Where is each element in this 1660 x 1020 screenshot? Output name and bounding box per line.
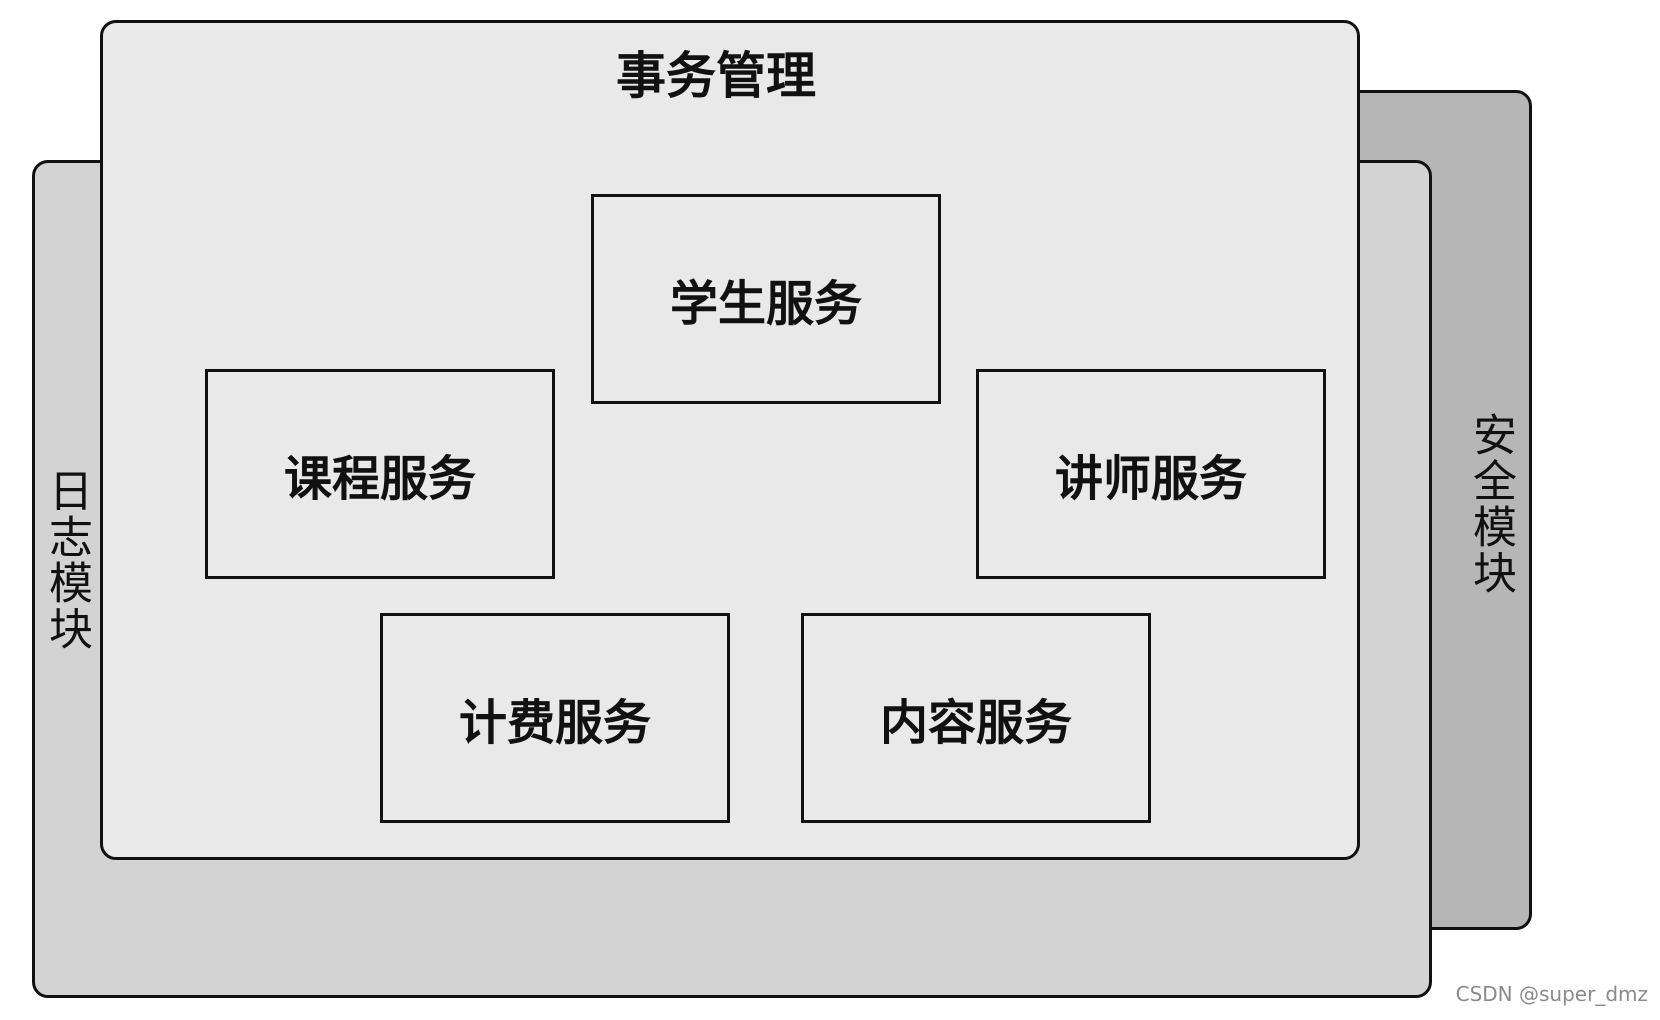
- course-service-label: 课程服务: [283, 451, 476, 507]
- content-service-label: 内容服务: [879, 695, 1072, 751]
- billing-service-box: 计费服务: [380, 613, 730, 823]
- billing-service-label: 计费服务: [458, 695, 651, 751]
- security-module-label: 安全模块: [1465, 412, 1516, 596]
- student-service-label: 学生服务: [669, 276, 862, 332]
- business-management-title: 事务管理: [616, 46, 816, 105]
- log-module-label: 日志模块: [41, 468, 92, 652]
- teacher-service-box: 讲师服务: [976, 369, 1326, 579]
- watermark: CSDN @super_dmz: [1455, 982, 1648, 1006]
- student-service-box: 学生服务: [591, 194, 941, 404]
- teacher-service-label: 讲师服务: [1054, 451, 1247, 507]
- content-service-box: 内容服务: [801, 613, 1151, 823]
- course-service-box: 课程服务: [205, 369, 555, 579]
